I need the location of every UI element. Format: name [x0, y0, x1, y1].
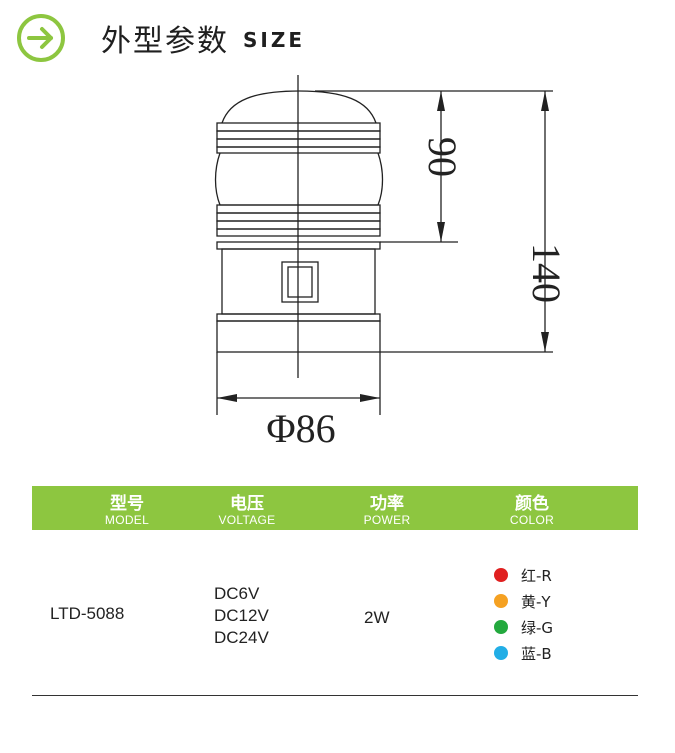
column-color: 颜色 COLOR [472, 486, 592, 530]
voltage-value: DC12V [214, 606, 269, 625]
column-color-en: COLOR [509, 513, 555, 527]
column-voltage-en: VOLTAGE [218, 513, 276, 527]
dome-outline [221, 90, 377, 124]
red-dot-icon [494, 568, 508, 582]
yellow-dot-icon [494, 594, 508, 608]
dimension-drawing: 90 140 Φ86 [214, 75, 569, 451]
color-option-yellow: 黄-Y [494, 590, 551, 612]
column-model: 型号 MODEL [32, 486, 222, 530]
color-label: 红-R [521, 566, 552, 585]
switch-outer [281, 261, 319, 303]
color-option-red: 红-R [494, 564, 552, 586]
color-option-blue: 蓝-B [494, 642, 552, 664]
color-option-green: 绿-G [494, 616, 553, 638]
model-value: LTD-5088 [50, 604, 125, 623]
dim-label-140: 140 [524, 243, 569, 303]
column-power-en: POWER [363, 513, 411, 527]
green-dot-icon [494, 620, 508, 634]
column-model-en: MODEL [104, 513, 150, 527]
voltage-value: DC24V [214, 628, 269, 647]
color-label: 黄-Y [521, 592, 551, 611]
column-color-cn: 颜色 [515, 494, 549, 514]
voltage-value: DC6V [214, 584, 260, 603]
color-label: 绿-G [521, 618, 554, 637]
column-power: 功率 POWER [322, 486, 452, 530]
column-voltage-cn: 电压 [230, 494, 264, 514]
switch-inner [287, 266, 313, 298]
color-label: 蓝-B [521, 644, 552, 663]
section-title-cn: 外型参数 [101, 24, 229, 59]
voltage-list: DC6V DC12V DC24V [214, 583, 269, 649]
power-value: 2W [364, 608, 390, 627]
dim-label-diameter: Φ86 [266, 406, 335, 451]
dim-label-90: 90 [420, 137, 465, 177]
base-plate [216, 320, 381, 353]
blue-dot-icon [494, 646, 508, 660]
section-title-en: SIZE [243, 28, 306, 52]
column-voltage: 电压 VOLTAGE [172, 486, 322, 530]
column-power-cn: 功率 [370, 494, 404, 514]
table-bottom-rule [32, 695, 638, 696]
lens-body [214, 152, 384, 206]
section-header: 外型参数 SIZE [16, 10, 305, 66]
spec-table-header: 型号 MODEL 电压 VOLTAGE 功率 POWER 颜色 COLOR [32, 486, 638, 530]
arrow-right-circle-icon [17, 14, 65, 62]
column-model-cn: 型号 [110, 494, 144, 514]
